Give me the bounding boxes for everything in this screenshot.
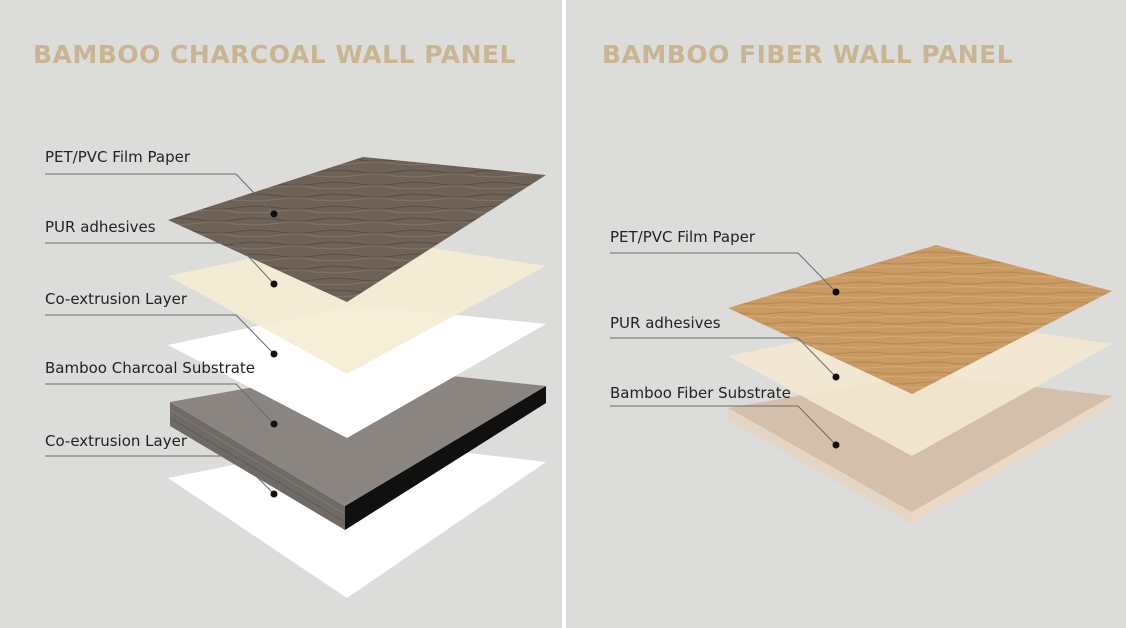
marker-dot-right-3: [832, 441, 840, 449]
leader-line-2: [45, 242, 275, 285]
leader-line-right-2: [610, 337, 837, 378]
leader-line-right-3: [610, 405, 837, 446]
label-coextrusion-layer-top: Co-extrusion Layer: [45, 290, 188, 308]
bamboo-charcoal-panel: BAMBOO CHARCOAL WALL PANEL: [0, 0, 562, 628]
label-bamboo-fiber-substrate: Bamboo Fiber Substrate: [610, 384, 791, 402]
marker-dot-4: [270, 420, 278, 428]
marker-dot-2: [270, 280, 278, 288]
leader-line-5: [45, 455, 275, 495]
bamboo-fiber-title: BAMBOO FIBER WALL PANEL: [602, 40, 1014, 69]
leader-line-right-1: [610, 252, 837, 293]
label-bamboo-charcoal-substrate: Bamboo Charcoal Substrate: [45, 359, 255, 377]
charcoal-substrate-board: [169, 367, 546, 530]
label-pur-adhesives: PUR adhesives: [45, 218, 156, 236]
label-pet-pvc-film-paper: PET/PVC Film Paper: [45, 148, 191, 166]
bamboo-fiber-panel: BAMBOO FIBER WALL PANEL: [566, 0, 1126, 628]
upper-coextrusion-sheet: [168, 305, 546, 438]
dark-wood-film-sheet: [168, 157, 546, 302]
label-pet-pvc-film-paper-right: PET/PVC Film Paper: [610, 228, 756, 246]
pur-adhesive-sheet: [168, 236, 546, 374]
marker-dot-3: [270, 350, 278, 358]
leader-line-3: [45, 314, 275, 355]
leader-line-1: [45, 173, 275, 215]
marker-dot-5: [270, 490, 278, 498]
bamboo-charcoal-title: BAMBOO CHARCOAL WALL PANEL: [33, 40, 516, 69]
marker-dot-1: [270, 210, 278, 218]
leader-line-4: [45, 383, 275, 425]
bamboo-charcoal-layer-diagram: PET/PVC Film Paper PUR adhesives Co-extr…: [45, 148, 546, 598]
marker-dot-right-2: [832, 373, 840, 381]
label-pur-adhesives-right: PUR adhesives: [610, 314, 721, 332]
marker-dot-right-1: [832, 288, 840, 296]
label-coextrusion-layer-bottom: Co-extrusion Layer: [45, 432, 188, 450]
light-wood-film-sheet: [728, 245, 1112, 394]
bamboo-fiber-layer-diagram: PET/PVC Film Paper PUR adhesives Bamboo …: [610, 228, 1112, 524]
